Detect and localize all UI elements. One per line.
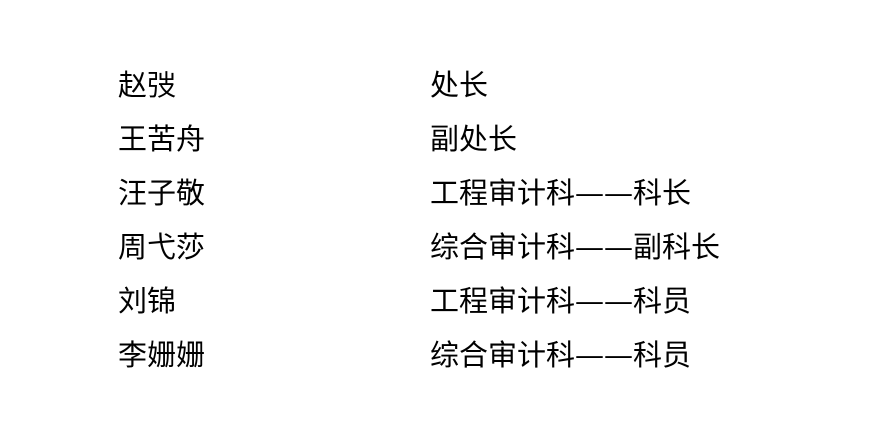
staff-role: 综合审计科——副科长 [430, 230, 721, 264]
staff-role: 处长 [430, 68, 489, 102]
staff-name: 汪子敬 [118, 176, 206, 210]
staff-name: 王苦舟 [118, 122, 206, 156]
staff-name: 赵弢 [118, 68, 177, 102]
staff-name: 刘锦 [118, 284, 177, 318]
staff-role: 工程审计科——科长 [430, 176, 692, 210]
staff-role: 副处长 [430, 122, 518, 156]
staff-role: 工程审计科——科员 [430, 284, 692, 318]
staff-name: 李姗姗 [118, 338, 206, 372]
staff-role: 综合审计科——科员 [430, 338, 692, 372]
staff-name: 周弋莎 [118, 230, 206, 264]
